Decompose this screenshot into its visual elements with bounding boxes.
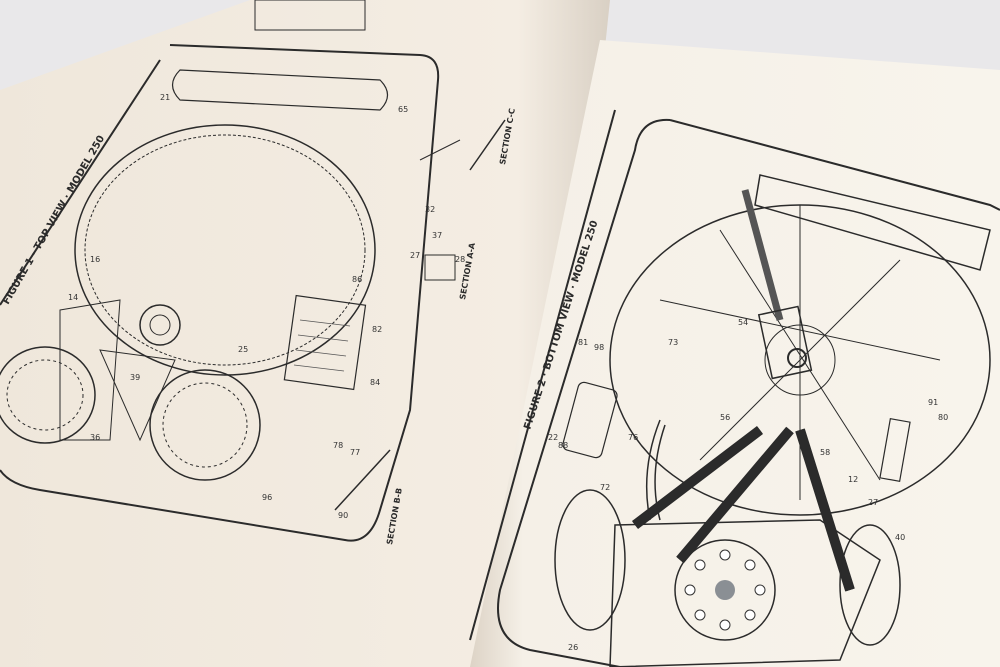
svg-text:96: 96 bbox=[262, 493, 272, 502]
svg-text:22: 22 bbox=[548, 433, 558, 442]
svg-text:40: 40 bbox=[895, 533, 905, 542]
svg-text:78: 78 bbox=[333, 441, 343, 450]
figure-2-part-numbers: 81 98 22 88 73 76 72 56 58 12 27 40 26 9… bbox=[548, 318, 948, 652]
svg-text:65: 65 bbox=[398, 105, 408, 114]
svg-text:77: 77 bbox=[350, 448, 360, 457]
svg-text:56: 56 bbox=[720, 413, 730, 422]
svg-text:27: 27 bbox=[410, 251, 420, 260]
svg-text:72: 72 bbox=[600, 483, 610, 492]
svg-text:26: 26 bbox=[568, 643, 578, 652]
svg-text:98: 98 bbox=[594, 343, 604, 352]
svg-text:86: 86 bbox=[352, 275, 362, 284]
figure-1-drawing bbox=[0, 0, 506, 542]
svg-text:28: 28 bbox=[455, 255, 465, 264]
svg-text:21: 21 bbox=[160, 93, 170, 102]
svg-text:91: 91 bbox=[928, 398, 938, 407]
svg-text:81: 81 bbox=[578, 338, 588, 347]
svg-text:16: 16 bbox=[90, 255, 100, 264]
svg-text:58: 58 bbox=[820, 448, 830, 457]
svg-text:14: 14 bbox=[68, 293, 78, 302]
figure-2-drawing bbox=[469, 109, 1000, 667]
svg-text:27: 27 bbox=[868, 498, 878, 507]
svg-text:90: 90 bbox=[338, 511, 348, 520]
svg-text:76: 76 bbox=[628, 433, 638, 442]
svg-text:37: 37 bbox=[432, 231, 442, 240]
figure-1-part-numbers: 65 82 21 32 27 37 28 86 84 96 25 78 77 9… bbox=[68, 93, 465, 520]
svg-text:82: 82 bbox=[372, 325, 382, 334]
svg-text:73: 73 bbox=[668, 338, 678, 347]
svg-text:88: 88 bbox=[558, 441, 568, 450]
svg-text:54: 54 bbox=[738, 318, 748, 327]
svg-text:84: 84 bbox=[370, 378, 380, 387]
left-page bbox=[0, 0, 610, 667]
svg-text:80: 80 bbox=[938, 413, 948, 422]
svg-text:12: 12 bbox=[848, 475, 858, 484]
svg-text:36: 36 bbox=[90, 433, 100, 442]
right-page bbox=[470, 40, 1000, 667]
svg-text:39: 39 bbox=[130, 373, 140, 382]
svg-text:25: 25 bbox=[238, 345, 248, 354]
svg-text:32: 32 bbox=[425, 205, 435, 214]
